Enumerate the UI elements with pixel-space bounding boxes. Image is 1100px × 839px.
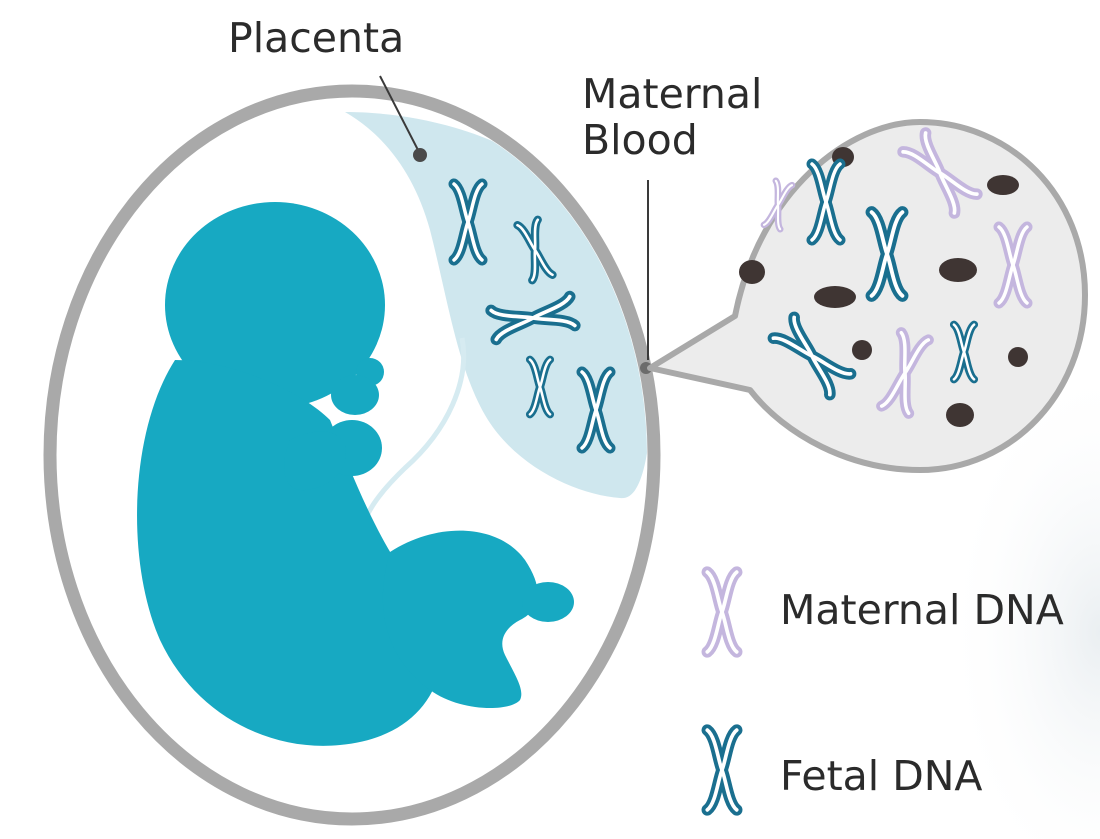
legend-maternal-dna-label: Maternal DNA (780, 588, 1064, 634)
magnified-blood-bubble (650, 122, 1085, 470)
blood-cell (852, 340, 872, 360)
blood-cell (739, 260, 765, 284)
placenta-label: Placenta (228, 16, 404, 62)
legend-fetal-icon (707, 730, 736, 810)
maternal-blood-label-line1: Maternal (582, 72, 762, 118)
legend-maternal-icon (707, 572, 736, 652)
blood-cell (946, 403, 974, 427)
maternal-blood-label: Maternal Blood (582, 72, 762, 164)
maternal-blood-label-line2: Blood (582, 118, 762, 164)
legend-fetal-dna-label: Fetal DNA (780, 754, 982, 800)
placenta-marker (413, 148, 427, 162)
blood-cell (1008, 347, 1028, 367)
blood-cell (939, 258, 977, 282)
blood-cell (987, 175, 1019, 195)
blood-cell (814, 286, 856, 308)
